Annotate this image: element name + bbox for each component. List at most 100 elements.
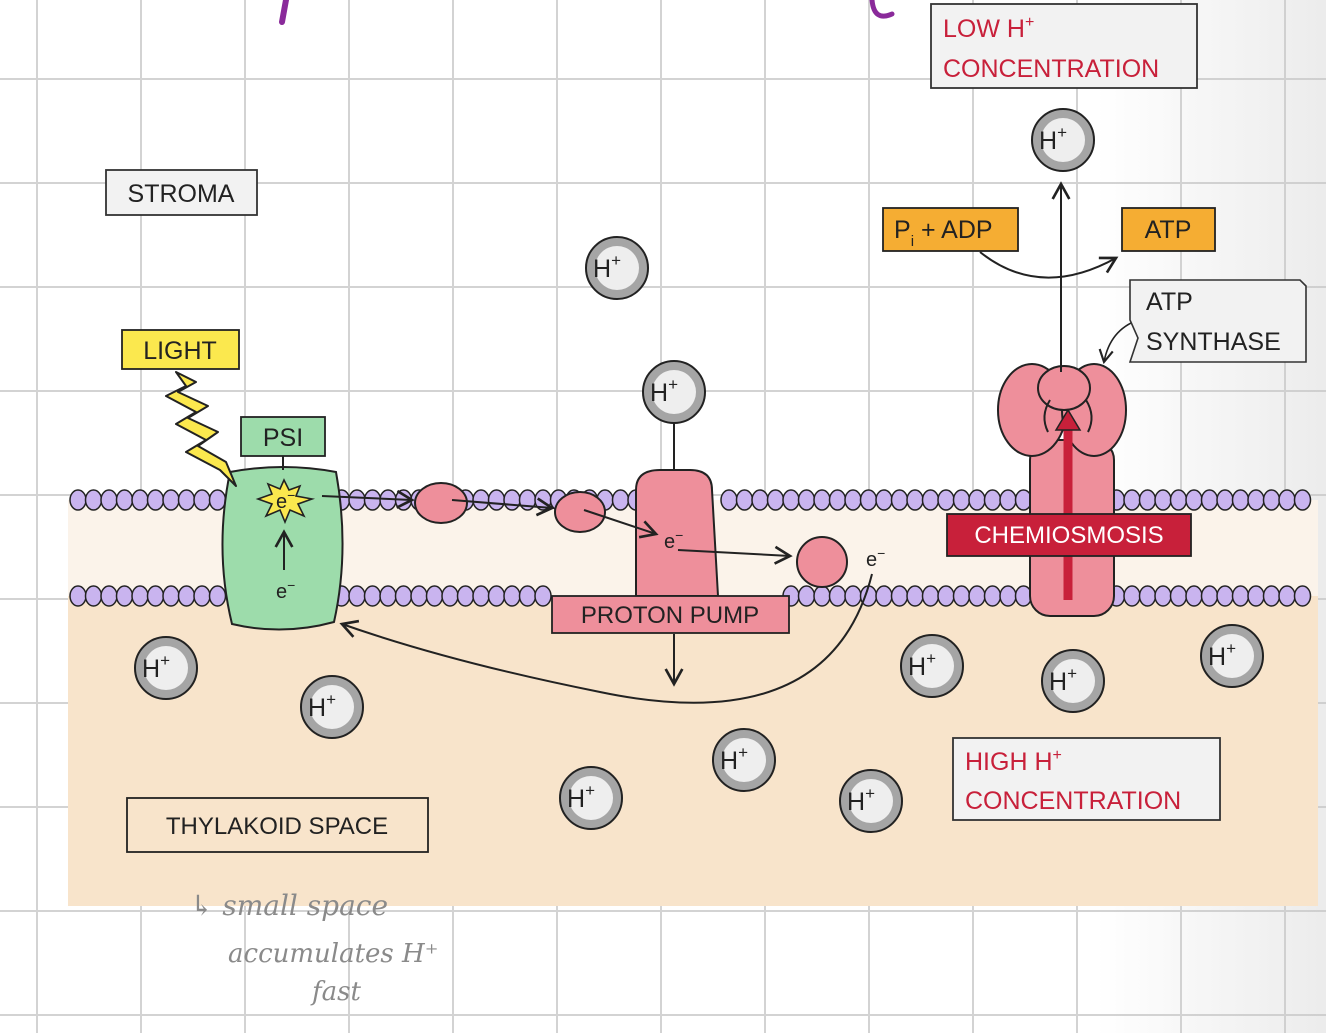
phospholipid-head [983, 585, 1002, 607]
electron-label-pump: e− [664, 527, 683, 553]
h-plus-ion: H+ [1200, 624, 1264, 688]
phospholipid-head [363, 489, 382, 511]
electron-label-carrier3: e− [866, 545, 885, 571]
phospholipid-head [1278, 585, 1296, 607]
h-plus-ion: H+ [712, 728, 776, 792]
phospholipid-head [348, 489, 366, 511]
phospholipid-head [1231, 585, 1250, 607]
stroma-label: STROMA [128, 180, 235, 208]
phospholipid-head [1293, 585, 1312, 607]
phospholipid-head [84, 585, 103, 607]
phospholipid-head [1169, 489, 1188, 511]
atp-synthase-label-line2: SYNTHASE [1146, 328, 1281, 356]
electron-carrier-3 [796, 536, 848, 588]
phospholipid-head [1216, 489, 1234, 511]
phospholipid-head [100, 489, 118, 511]
phospholipid-head [813, 489, 831, 511]
h-plus-ion: H+ [900, 634, 964, 698]
phospholipid-row-bottom [69, 585, 1312, 607]
phospholipid-head [425, 585, 444, 607]
phospholipid-head [890, 585, 909, 607]
lightning-bolt [165, 371, 237, 487]
hydrogen-ions: H+H+H+H+H+H+H+H+H+H+H+ [134, 108, 1264, 833]
electron-label-star: e− [276, 487, 295, 513]
phospholipid-head [1200, 489, 1219, 511]
phospholipid-head [1169, 585, 1188, 607]
svg-text:H+: H+ [1049, 664, 1077, 696]
phospholipid-head [1138, 489, 1157, 511]
ink-stroke-left [279, 0, 289, 25]
phospholipid-head [1123, 585, 1141, 607]
phospholipid-head [162, 585, 180, 607]
phospholipid-head [441, 585, 459, 607]
phospholipid-head [968, 489, 986, 511]
excited-electron-star [255, 478, 316, 525]
phospholipid-head [472, 489, 490, 511]
electron-return-arc [339, 573, 873, 704]
phospholipid-head [177, 489, 196, 511]
phospholipid-head [503, 585, 521, 607]
phospholipid-head [518, 585, 537, 607]
electron-arrow-3 [583, 509, 659, 539]
high-h-concentration-line2: CONCENTRATION [965, 787, 1181, 815]
h-plus-ion: H+ [559, 766, 623, 830]
svg-text:H+: H+ [847, 784, 875, 816]
h-plus-ion: H+ [642, 360, 706, 424]
phospholipid-head [1154, 489, 1172, 511]
phospholipid-head [875, 489, 893, 511]
phospholipid-head [487, 489, 506, 511]
adp-to-atp-arrow [979, 251, 1119, 279]
phospholipid-head [859, 489, 878, 511]
phospholipid-head [162, 489, 180, 511]
phospholipid-head [844, 489, 862, 511]
proton-pump-protein [635, 469, 720, 597]
phospholipid-head [937, 489, 955, 511]
chemiosmosis-label: CHEMIOSMOSIS [974, 522, 1163, 549]
phospholipid-head [131, 489, 149, 511]
phospholipid-head [1154, 585, 1172, 607]
phospholipid-head [193, 489, 211, 511]
phospholipid-head [611, 489, 630, 511]
phospholipid-head [348, 585, 366, 607]
phospholipid-head [890, 489, 909, 511]
atp-synthase-protein [997, 363, 1127, 617]
svg-text:H+: H+ [567, 781, 595, 813]
phospholipid-head [100, 585, 118, 607]
svg-text:H+: H+ [720, 743, 748, 775]
phospholipid-head [534, 585, 552, 607]
high-h-concentration-line1: HIGH H+ [965, 747, 1062, 776]
low-h-concentration-line1: LOW H+ [943, 14, 1034, 43]
phospholipid-head [735, 489, 754, 511]
phospholipid-head [456, 585, 475, 607]
phospholipid-head [813, 585, 831, 607]
phospholipid-head [875, 585, 893, 607]
phospholipid-head [503, 489, 521, 511]
h-plus-ion: H+ [839, 769, 903, 833]
phospholipid-head [921, 585, 940, 607]
phospholipid-head [1200, 585, 1219, 607]
phospholipid-head [146, 585, 165, 607]
phospholipid-head [410, 585, 428, 607]
phospholipid-head [828, 585, 847, 607]
handwritten-note-line3: fast [310, 977, 361, 1007]
handwritten-note-line2: accumulates H⁺ [228, 939, 438, 969]
phospholipid-head [193, 585, 211, 607]
electron-arrow-4 [677, 545, 793, 565]
ink-stroke-right [869, 0, 895, 19]
h-plus-ion: H+ [1031, 108, 1095, 172]
svg-text:H+: H+ [650, 375, 678, 407]
phospholipid-head [115, 585, 134, 607]
svg-text:H+: H+ [1208, 639, 1236, 671]
phospholipid-head [983, 489, 1002, 511]
thylakoid-space-label: THYLAKOID SPACE [166, 813, 388, 840]
phospholipid-head [844, 585, 862, 607]
svg-text:H+: H+ [308, 690, 336, 722]
atp-synthase-label-line1: ATP [1146, 288, 1193, 316]
phospholipid-head [1123, 489, 1141, 511]
phospholipid-head [394, 585, 413, 607]
phospholipid-head [952, 489, 971, 511]
phospholipid-head [208, 489, 227, 511]
phospholipid-head [146, 489, 165, 511]
phospholipid-head [906, 585, 924, 607]
